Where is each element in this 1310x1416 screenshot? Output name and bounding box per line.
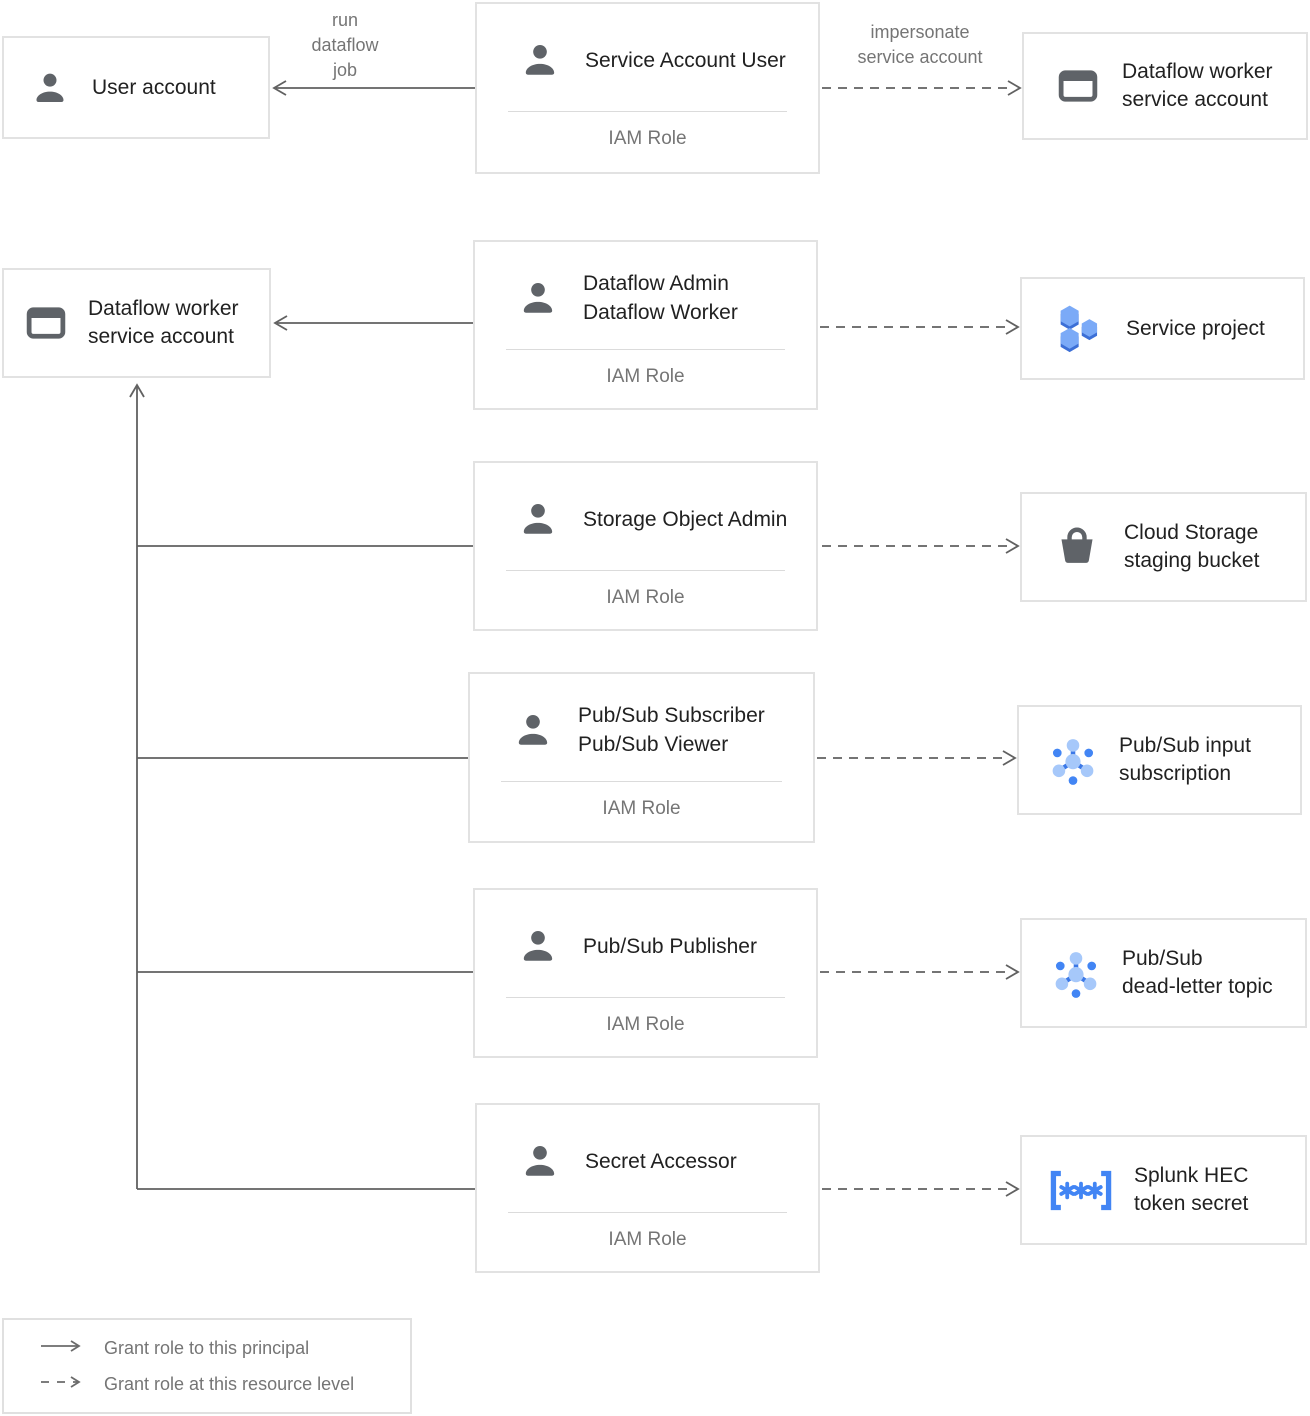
legend-label-solid: Grant role to this principal — [104, 1337, 310, 1358]
service-account-card-icon — [24, 301, 68, 345]
role-subtitle: IAM Role — [602, 798, 681, 819]
role-title: Secret Accessor — [585, 1149, 737, 1173]
node-label-line: service account — [88, 325, 234, 348]
role-subtitle: IAM Role — [606, 1014, 685, 1035]
node-label: Cloud Storage staging bucket — [1124, 519, 1259, 575]
arrowhead-spine-up — [129, 383, 145, 398]
arrowhead-run-dataflow-job — [272, 80, 287, 96]
role-title-line: Pub/Sub Subscriber — [578, 704, 765, 727]
arrowhead-pubsub-dlt — [1005, 964, 1020, 980]
role-title-line: Dataflow Worker — [583, 301, 738, 324]
role-title: Service Account User — [585, 48, 786, 72]
role-subtitle: IAM Role — [608, 128, 687, 149]
node-label: Splunk HEC token secret — [1134, 1162, 1248, 1218]
node-label-line: dead-letter topic — [1122, 975, 1273, 998]
person-icon — [517, 277, 559, 319]
person-icon — [517, 925, 559, 967]
dashed-arrow-icon — [40, 1375, 84, 1394]
arrowhead-dataflow-role-grant — [273, 315, 288, 331]
legend-row-dashed: Grant role at this resource level — [40, 1374, 410, 1395]
node-role-storage-object-admin: Storage Object Admin IAM Role — [473, 461, 818, 631]
divider — [506, 349, 785, 350]
legend: Grant role to this principal Grant role … — [2, 1318, 412, 1414]
edge-label-impersonate: impersonate service account — [820, 20, 1020, 70]
role-subtitle: IAM Role — [608, 1229, 687, 1250]
node-pubsub-input-subscription: Pub/Sub input subscription — [1017, 705, 1302, 815]
node-pubsub-dead-letter-topic: Pub/Sub dead-letter topic — [1020, 918, 1307, 1028]
divider — [501, 781, 782, 782]
arrowhead-impersonate — [1007, 80, 1022, 96]
node-role-pubsub-publisher: Pub/Sub Publisher IAM Role — [473, 888, 818, 1058]
node-cloud-storage-staging-bucket: Cloud Storage staging bucket — [1020, 492, 1307, 602]
node-label-line: Cloud Storage — [1124, 521, 1259, 544]
role-subtitle: IAM Role — [606, 587, 685, 608]
arrowhead-pubsub-input — [1002, 750, 1017, 766]
role-title-line: Pub/Sub Viewer — [578, 733, 729, 756]
arrowhead-staging-bucket — [1005, 538, 1020, 554]
project-hexagons-icon — [1054, 303, 1104, 355]
role-title: Dataflow Admin Dataflow Worker — [583, 269, 738, 327]
node-label: Service project — [1126, 316, 1265, 340]
role-title: Storage Object Admin — [583, 507, 788, 531]
node-label: User account — [92, 75, 216, 99]
person-icon — [519, 39, 561, 81]
edge-label-line: service account — [857, 47, 983, 67]
role-title-line: Dataflow Admin — [583, 272, 729, 295]
node-role-secret-accessor: Secret Accessor IAM Role — [475, 1103, 820, 1273]
node-role-dataflow-admin-worker: Dataflow Admin Dataflow Worker IAM Role — [473, 240, 818, 410]
node-dataflow-worker-sa-top: Dataflow worker service account — [1022, 32, 1308, 140]
node-role-service-account-user: Service Account User IAM Role — [475, 2, 820, 174]
node-label-line: Pub/Sub input — [1119, 734, 1251, 757]
node-label-line: Pub/Sub — [1122, 947, 1203, 970]
node-label: Dataflow worker service account — [88, 295, 239, 351]
person-icon — [519, 1140, 561, 1182]
node-dataflow-worker-sa-left: Dataflow worker service account — [2, 268, 271, 378]
node-role-pubsub-subscriber-viewer: Pub/Sub Subscriber Pub/Sub Viewer IAM Ro… — [468, 672, 815, 843]
person-icon — [30, 68, 70, 108]
node-label: Pub/Sub input subscription — [1119, 732, 1251, 788]
role-title: Pub/Sub Subscriber Pub/Sub Viewer — [578, 701, 765, 759]
node-label-line: Splunk HEC — [1134, 1164, 1249, 1187]
solid-arrow-icon — [40, 1339, 84, 1358]
edge-label-line: dataflow — [311, 35, 379, 55]
legend-row-solid: Grant role to this principal — [40, 1338, 410, 1359]
edge-label-line: job — [332, 60, 358, 80]
divider — [506, 997, 785, 998]
node-user-account: User account — [2, 36, 270, 139]
divider — [508, 1212, 787, 1213]
pubsub-graph-icon — [1047, 734, 1099, 786]
node-splunk-hec-token-secret: Splunk HEC token secret — [1020, 1135, 1307, 1245]
edge-label-run-dataflow-job: run dataflow job — [282, 8, 408, 83]
service-account-card-icon — [1056, 64, 1100, 108]
node-service-project: Service project — [1020, 277, 1305, 380]
divider — [506, 570, 785, 571]
secret-brackets-icon — [1046, 1167, 1116, 1214]
node-label-line: Dataflow worker — [1122, 60, 1273, 83]
node-label-line: Dataflow worker — [88, 297, 239, 320]
pubsub-graph-icon — [1050, 947, 1102, 999]
arrowhead-service-project — [1005, 319, 1020, 335]
role-subtitle: IAM Role — [606, 366, 685, 387]
edge-label-line: impersonate — [870, 22, 970, 42]
node-label-line: service account — [1122, 88, 1268, 111]
storage-bucket-icon — [1054, 524, 1100, 570]
arrowhead-splunk-secret — [1005, 1181, 1020, 1197]
person-icon — [512, 709, 554, 751]
legend-label-dashed: Grant role at this resource level — [104, 1373, 355, 1394]
person-icon — [517, 498, 559, 540]
divider — [508, 111, 787, 112]
node-label-line: subscription — [1119, 762, 1232, 785]
node-label-line: staging bucket — [1124, 549, 1260, 572]
node-label: Pub/Sub dead-letter topic — [1122, 945, 1273, 1001]
node-label-line: token secret — [1134, 1192, 1249, 1215]
role-title: Pub/Sub Publisher — [583, 934, 757, 958]
node-label: Dataflow worker service account — [1122, 58, 1273, 114]
edge-label-line: run — [331, 10, 358, 30]
